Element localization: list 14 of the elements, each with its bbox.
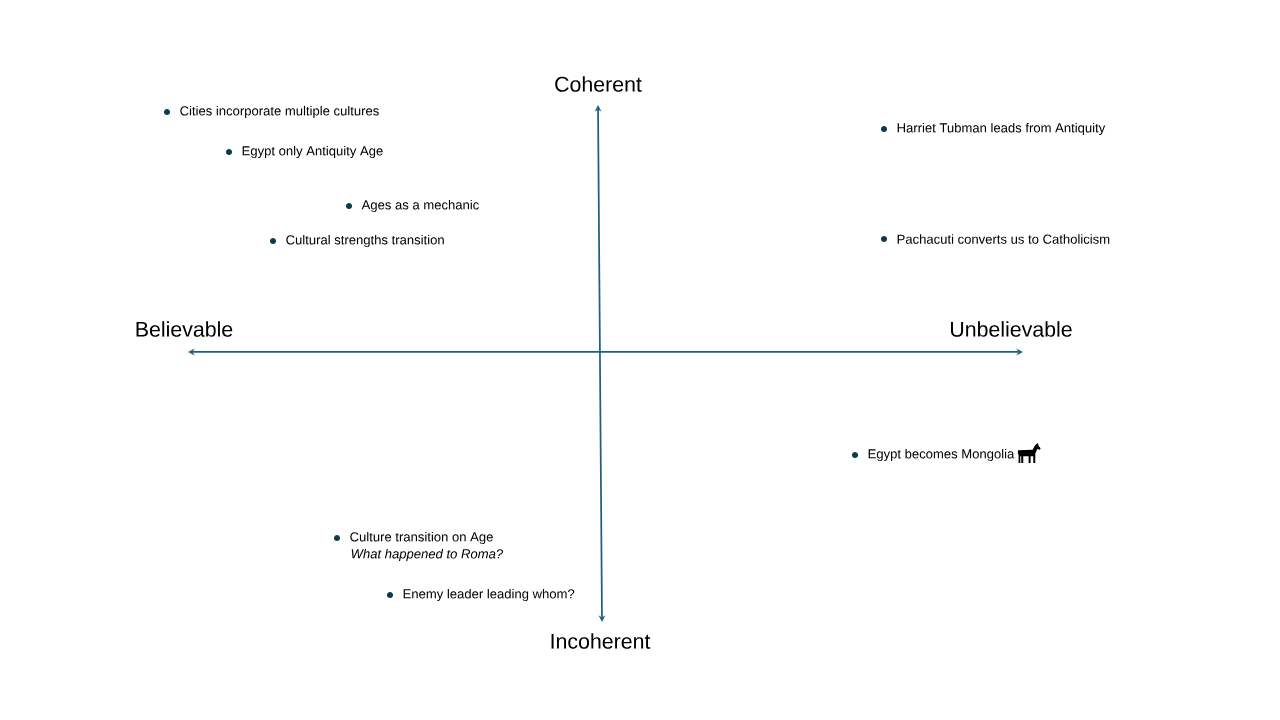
point-label: Enemy leader leading whom? [403,588,575,602]
point-label: Egypt becomes Mongolia [868,448,1015,462]
point-label: Ages as a mechanic [361,199,479,213]
point-label: Culture transition on Age [350,531,493,545]
axis-label: Incoherent [551,633,651,649]
point-label: Harriet Tubman leads from Antiquity [897,122,1106,136]
axis-label: Unbelievable [951,321,1072,337]
axis-label: Believable [136,321,233,337]
axis-label: Coherent [555,76,642,92]
point-label: Egypt only Antiquity Age [242,145,383,159]
point-label: Pachacuti converts us to Catholicism [897,234,1110,244]
point-note: What happened to Roma? [351,548,504,562]
point-label: Cities incorporate multiple cultures [180,105,379,119]
point-label: Cultural strengths transition [286,234,444,248]
